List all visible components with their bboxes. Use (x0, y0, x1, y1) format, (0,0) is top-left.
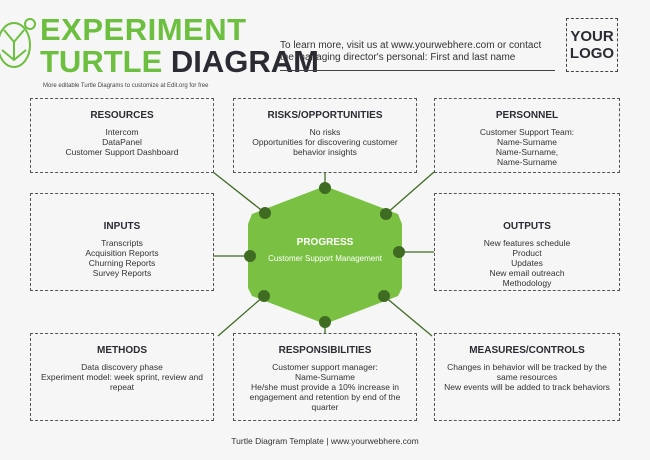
box-item: Name-Surname (295, 372, 355, 382)
box-item: Data discovery phase (81, 362, 163, 372)
box-title: RESOURCES (90, 110, 154, 121)
box-item: Name-Surname, (495, 147, 559, 157)
box-item: Methodology (502, 278, 552, 288)
box-title: MEASURES/CONTROLS (469, 345, 585, 356)
center-text: Customer Support Management (268, 254, 382, 263)
logo-placeholder: YOUR LOGO (566, 18, 618, 72)
box-item: Churning Reports (88, 258, 156, 268)
box-title: METHODS (97, 345, 147, 356)
box-item: New features schedule (483, 238, 571, 248)
box-title: RISKS/OPPORTUNITIES (267, 110, 383, 121)
box-measures: MEASURES/CONTROLS Changes in behavior wil… (434, 333, 620, 421)
box-title: RESPONSIBILITIES (278, 345, 372, 356)
info-line-1: To learn more, visit us at www.yourwebhe… (280, 40, 542, 51)
box-item: Intercom (105, 127, 139, 137)
title-line-2: TURTLE DIAGRAM (40, 46, 319, 78)
box-title: INPUTS (103, 221, 141, 232)
box-item: Opportunities for discovering customer b… (252, 137, 398, 157)
box-item: Acquisition Reports (85, 248, 159, 258)
title-turtle: TURTLE (40, 44, 163, 79)
box-item: No risks (309, 127, 341, 137)
box-item: Customer Support Dashboard (65, 147, 179, 157)
box-item: Experiment model: week sprint, review an… (40, 372, 204, 392)
center-title: PROGRESS (296, 237, 354, 248)
title-diagram: DIAGRAM (170, 44, 319, 79)
title-line-1: EXPERIMENT (40, 12, 247, 47)
box-item: He/she must provide a 10% increase in en… (249, 382, 401, 412)
box-responsibilities: RESPONSIBILITIES Customer support manager… (233, 333, 417, 421)
info-text: To learn more, visit us at www.yourwebhe… (280, 40, 555, 71)
footer: Turtle Diagram Template | www.yourwebher… (231, 436, 419, 446)
box-item: Customer support manager: (272, 362, 378, 372)
box-item: Survey Reports (92, 268, 152, 278)
box-item: Updates (511, 258, 543, 268)
box-item: New email outreach (489, 268, 565, 278)
center-label: PROGRESS Customer Support Management (250, 237, 400, 264)
box-item: DataPanel (102, 137, 142, 147)
box-item: Name-Surname (497, 137, 557, 147)
box-item: New events will be added to track behavi… (444, 382, 610, 392)
box-item: Product (512, 248, 542, 258)
box-item: Customer Support Team: (479, 127, 575, 137)
box-item: Name-Surname (497, 157, 557, 167)
info-line-2: the managing director's personal: First … (280, 52, 516, 63)
subtitle: More editable Turtle Diagrams to customi… (43, 83, 209, 89)
connector-dots (244, 182, 405, 328)
box-title: PERSONNEL (495, 110, 559, 121)
box-item: Transcripts (101, 238, 143, 248)
box-item: Changes in behavior will be tracked by t… (447, 362, 607, 382)
turtle-logo-icon (0, 18, 36, 68)
box-title: OUTPUTS (503, 221, 551, 232)
progress-hexagon (248, 186, 402, 324)
